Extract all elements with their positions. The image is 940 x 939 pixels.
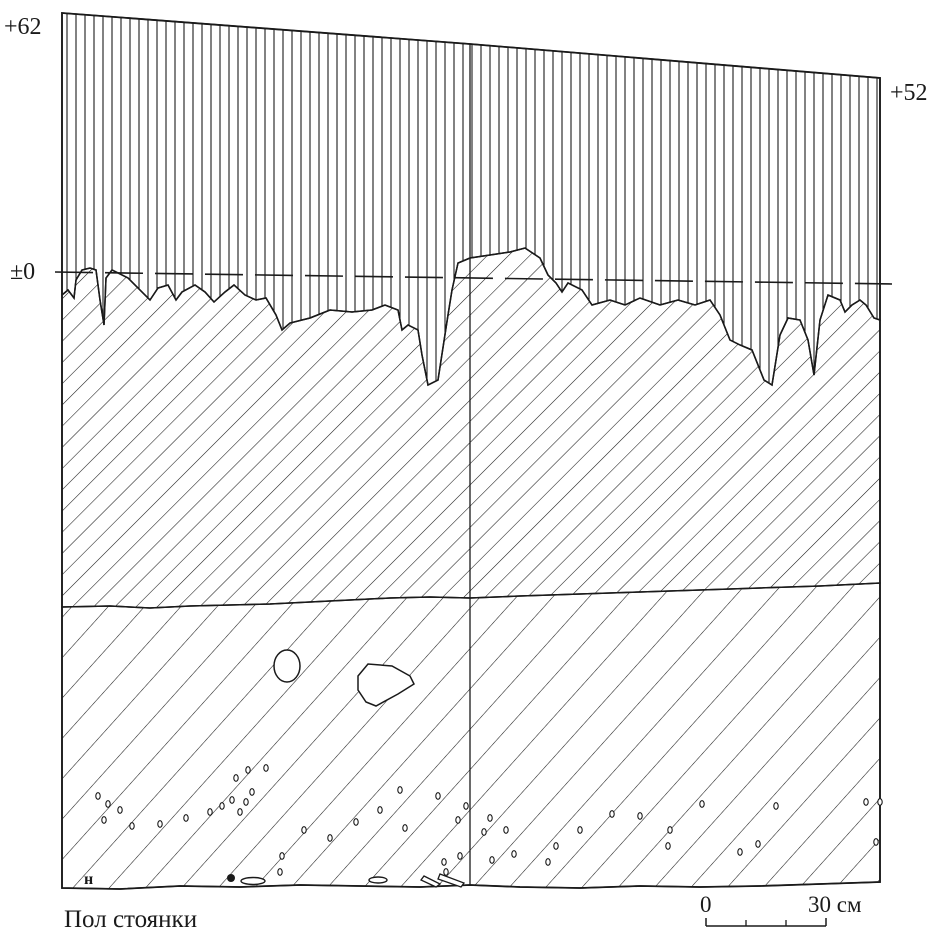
inclusion-dot xyxy=(667,826,673,834)
inclusion-dot xyxy=(243,798,249,806)
inclusion-dot xyxy=(773,802,779,810)
corner-mark: н xyxy=(84,871,93,888)
elevation-label-datum: ±0 xyxy=(10,259,35,285)
find-flat-object xyxy=(437,873,466,888)
inclusion-dot xyxy=(553,842,559,850)
inclusion-dot xyxy=(377,806,383,814)
inclusion-dot xyxy=(699,800,705,808)
inclusion-dot xyxy=(455,816,461,824)
datum-dashed-line xyxy=(54,271,893,285)
inclusion-dot xyxy=(157,820,163,828)
find-flat-object xyxy=(419,875,442,888)
small-inclusions xyxy=(95,764,883,876)
inclusion-dot xyxy=(233,774,239,782)
floor-caption: Пол стоянки xyxy=(64,906,197,933)
inclusion-dot xyxy=(441,858,447,866)
elevation-label-top-left: +62 xyxy=(4,14,42,40)
inclusion-dot xyxy=(489,856,495,864)
inclusion-dot xyxy=(577,826,583,834)
scale-bar: 0 30 см xyxy=(700,892,862,927)
inclusion-dot xyxy=(95,792,101,800)
inclusion-dot xyxy=(665,842,671,850)
inclusion-dot xyxy=(443,868,449,876)
inclusion-dot xyxy=(503,826,509,834)
inclusion-dot xyxy=(301,826,307,834)
inclusion-dot xyxy=(263,764,269,772)
elevation-label-top-right: +52 xyxy=(890,80,928,106)
inclusion-dot xyxy=(863,798,869,806)
inclusion-dot xyxy=(511,850,517,858)
inclusion-dot xyxy=(219,802,225,810)
inclusion-dot xyxy=(277,868,283,876)
inclusion-dot xyxy=(245,766,251,774)
stone-angular xyxy=(357,663,415,707)
stone-round xyxy=(273,649,301,683)
inclusion-dot xyxy=(877,798,883,806)
floor-finds xyxy=(227,873,466,888)
scale-bar-end-label: 30 см xyxy=(808,892,862,917)
inclusion-dot xyxy=(105,800,111,808)
inclusion-dot xyxy=(101,816,107,824)
inclusion-dot xyxy=(487,814,493,822)
inclusion-dot xyxy=(737,848,743,856)
inclusion-dot xyxy=(129,822,135,830)
inclusion-dot xyxy=(327,834,333,842)
inclusion-dot xyxy=(229,796,235,804)
find-flat-object xyxy=(368,876,388,884)
section-outline xyxy=(61,12,881,890)
inclusion-dot xyxy=(402,824,408,832)
find-flat-object xyxy=(240,876,266,886)
inclusion-dot xyxy=(755,840,761,848)
inclusion-dot xyxy=(457,852,463,860)
inclusion-dot xyxy=(117,806,123,814)
find-dark-dot xyxy=(227,874,235,882)
inclusion-dot xyxy=(463,802,469,810)
inclusion-dot xyxy=(435,792,441,800)
inclusion-dot xyxy=(545,858,551,866)
inclusion-dot xyxy=(481,828,487,836)
scale-bar-start-label: 0 xyxy=(700,892,712,917)
inclusion-dot xyxy=(279,852,285,860)
inclusion-dot xyxy=(183,814,189,822)
inclusion-dot xyxy=(637,812,643,820)
inclusion-dot xyxy=(237,808,243,816)
inclusion-dot xyxy=(249,788,255,796)
inclusion-dot xyxy=(207,808,213,816)
inclusion-dot xyxy=(353,818,359,826)
inclusion-dot xyxy=(609,810,615,818)
stones xyxy=(273,649,415,707)
inclusion-dot xyxy=(873,838,879,846)
inclusion-dot xyxy=(397,786,403,794)
